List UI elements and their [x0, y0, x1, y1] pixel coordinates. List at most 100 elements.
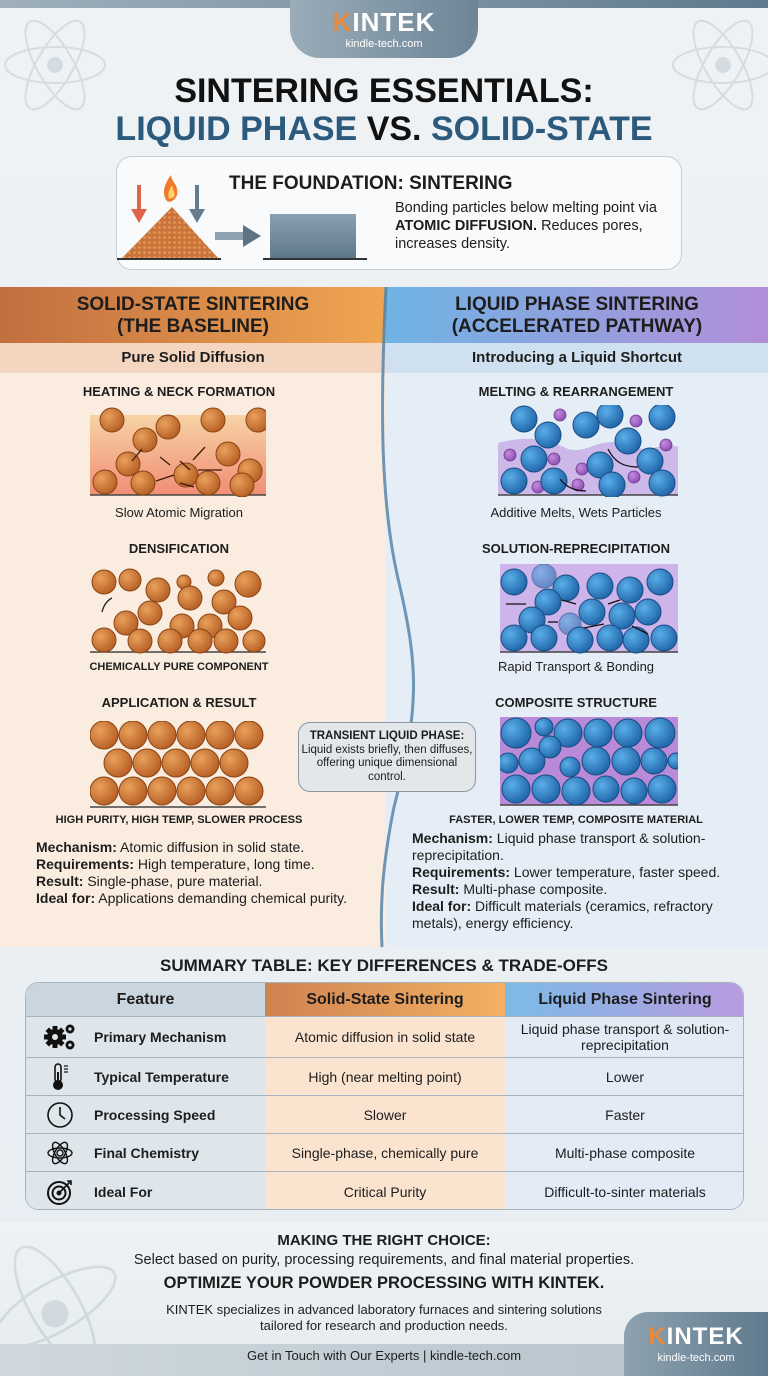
- liquid-value: Multi-phase composite: [505, 1134, 743, 1172]
- foundation-title: THE FOUNDATION: SINTERING: [229, 173, 513, 194]
- powder-pile-flame-icon: [122, 175, 218, 258]
- title-line-1: SINTERING ESSENTIALS:: [174, 72, 594, 110]
- solid-state-column: SOLID-STATE SINTERING (THE BASELINE) Pur…: [0, 287, 386, 947]
- liquid-value: Lower: [505, 1058, 743, 1096]
- feature-label: Processing Speed: [94, 1106, 216, 1123]
- target-icon: [40, 1178, 80, 1206]
- clock-icon: [40, 1101, 80, 1129]
- stage-caption: CHEMICALLY PURE COMPONENT: [89, 661, 269, 673]
- detail-requirements: Requirements: High temperature, long tim…: [36, 856, 315, 872]
- densification-illustration: [90, 568, 266, 654]
- solution-reprecipitation-illustration: [500, 564, 678, 654]
- logo-wordmark: KINTEK: [648, 1322, 744, 1350]
- liquid-phase-column: LIQUID PHASE SINTERING (ACCELERATED PATH…: [386, 287, 768, 947]
- stage-caption: Rapid Transport & Bonding: [497, 659, 655, 674]
- feature-cell: Primary Mechanism: [26, 1017, 265, 1058]
- liquid-phase-subheader: Introducing a Liquid Shortcut: [386, 343, 768, 373]
- logo-url: kindle-tech.com: [345, 37, 423, 50]
- detail-result: Result: Multi-phase composite.: [412, 881, 608, 897]
- liquid-phase-details: Mechanism: Liquid phase transport & solu…: [412, 830, 762, 932]
- feature-cell: Final Chemistry: [26, 1134, 265, 1172]
- transient-liquid-phase-callout: TRANSIENT LIQUID PHASE: Liquid exists br…: [298, 722, 476, 792]
- liquid-header-title: LIQUID PHASE SINTERING: [455, 294, 699, 315]
- detail-mechanism: Mechanism: Liquid phase transport & solu…: [412, 830, 706, 863]
- solid-value: Slower: [265, 1096, 505, 1134]
- stage-caption: FASTER, LOWER TEMP, COMPOSITE MATERIAL: [449, 814, 703, 826]
- stage-caption: HIGH PURITY, HIGH TEMP, SLOWER PROCESS: [55, 814, 303, 826]
- liquid-phase-header: LIQUID PHASE SINTERING (ACCELERATED PATH…: [386, 287, 768, 343]
- title-liquid-phase: LIQUID PHASE: [115, 110, 358, 148]
- brand-logo-header[interactable]: KINTEK kindle-tech.com: [290, 0, 478, 58]
- about-text: KINTEK specializes in advanced laborator…: [0, 1302, 768, 1334]
- stage-title: DENSIFICATION: [128, 541, 230, 556]
- feature-label: Ideal For: [94, 1183, 153, 1200]
- detail-mechanism: Mechanism: Atomic diffusion in solid sta…: [36, 839, 305, 855]
- solid-state-header: SOLID-STATE SINTERING (THE BASELINE): [0, 287, 386, 343]
- solid-value: Single-phase, chemically pure: [265, 1134, 505, 1172]
- contact-link[interactable]: Get in Touch with Our Experts | kindle-t…: [246, 1348, 522, 1363]
- liquid-header-subtitle: (ACCELERATED PATHWAY): [451, 316, 703, 337]
- stage-caption: Slow Atomic Migration: [115, 505, 243, 520]
- baseline: [263, 258, 367, 260]
- solid-state-subheader: Pure Solid Diffusion: [0, 343, 386, 373]
- atom-decoration-icon: [4, 19, 106, 111]
- liquid-value: Difficult-to-sinter materials: [505, 1172, 743, 1209]
- table-header-row: Feature Solid-State Sintering Liquid Pha…: [26, 983, 743, 1017]
- feature-cell: Typical Temperature: [26, 1058, 265, 1096]
- stage-title: SOLUTION-REPRECIPITATION: [481, 541, 671, 556]
- stage-title: APPLICATION & RESULT: [101, 695, 257, 710]
- detail-requirements: Requirements: Lower temperature, faster …: [412, 864, 721, 880]
- choice-title: MAKING THE RIGHT CHOICE:: [277, 1232, 491, 1249]
- baseline: [117, 258, 221, 260]
- page-title: SINTERING ESSENTIALS: LIQUID PHASE VS. S…: [0, 72, 768, 148]
- stage-title: COMPOSITE STRUCTURE: [495, 695, 657, 710]
- summary-table-title: SUMMARY TABLE: KEY DIFFERENCES & TRADE-O…: [160, 956, 608, 975]
- foundation-text: Bonding particles below melting point vi…: [395, 200, 657, 252]
- stage-title: MELTING & REARRANGEMENT: [478, 384, 674, 399]
- title-vs: VS.: [366, 110, 422, 148]
- about-line-1: KINTEK specializes in advanced laborator…: [166, 1302, 602, 1317]
- column-divider-curve: [379, 287, 415, 947]
- solid-value: Atomic diffusion in solid state: [265, 1017, 505, 1058]
- table-row: Final Chemistry Single-phase, chemically…: [26, 1134, 743, 1172]
- summary-table: Feature Solid-State Sintering Liquid Pha…: [25, 982, 744, 1210]
- feature-label: Primary Mechanism: [94, 1029, 227, 1045]
- feature-cell: Ideal For: [26, 1172, 265, 1209]
- feature-label: Final Chemistry: [94, 1144, 200, 1161]
- brand-logo-footer[interactable]: KINTEK kindle-tech.com: [624, 1312, 768, 1376]
- foundation-card: THE FOUNDATION: SINTERING Bonding partic…: [116, 156, 682, 270]
- solid-state-details: Mechanism: Atomic diffusion in solid sta…: [36, 839, 356, 907]
- atom-icon: [40, 1139, 80, 1167]
- liquid-value: Liquid phase transport & solution-reprec…: [505, 1017, 743, 1058]
- neck-formation-illustration: [90, 407, 266, 497]
- atom-decoration-icon: [672, 19, 768, 111]
- table-row: Processing Speed Slower Faster: [26, 1096, 743, 1134]
- table-row: Primary Mechanism Atomic diffusion in so…: [26, 1017, 743, 1058]
- detail-ideal-for: Ideal for: Difficult materials (ceramics…: [412, 898, 713, 931]
- header-feature: Feature: [26, 983, 265, 1017]
- detail-ideal-for: Ideal for: Applications demanding chemic…: [36, 890, 348, 906]
- solid-header-subtitle: (THE BASELINE): [117, 316, 269, 337]
- composite-structure-illustration: [500, 717, 678, 806]
- solid-value: Critical Purity: [265, 1172, 505, 1209]
- callout-text: Liquid exists briefly, then diffuses, of…: [301, 743, 473, 783]
- solid-header-title: SOLID-STATE SINTERING: [76, 294, 310, 315]
- stage-title: HEATING & NECK FORMATION: [82, 384, 276, 399]
- liquid-value: Faster: [505, 1096, 743, 1134]
- logo-url: kindle-tech.com: [657, 1351, 735, 1364]
- detail-result: Result: Single-phase, pure material.: [36, 873, 263, 889]
- solid-value: High (near melting point): [265, 1058, 505, 1096]
- header-solid-state: Solid-State Sintering: [265, 983, 505, 1017]
- gears-icon: [40, 1022, 80, 1052]
- melting-rearrangement-illustration: [498, 405, 678, 497]
- header-liquid-phase: Liquid Phase Sintering: [505, 983, 743, 1017]
- feature-cell: Processing Speed: [26, 1096, 265, 1134]
- table-row: Ideal For Critical Purity Difficult-to-s…: [26, 1172, 743, 1209]
- logo-wordmark: KINTEK: [332, 6, 436, 37]
- feature-label: Typical Temperature: [94, 1068, 229, 1085]
- callout-title: TRANSIENT LIQUID PHASE:: [309, 730, 465, 742]
- stage-caption: Additive Melts, Wets Particles: [490, 505, 662, 520]
- table-row: Typical Temperature High (near melting p…: [26, 1058, 743, 1096]
- footer: MAKING THE RIGHT CHOICE: Select based on…: [0, 1222, 768, 1376]
- result-packing-illustration: [90, 721, 266, 808]
